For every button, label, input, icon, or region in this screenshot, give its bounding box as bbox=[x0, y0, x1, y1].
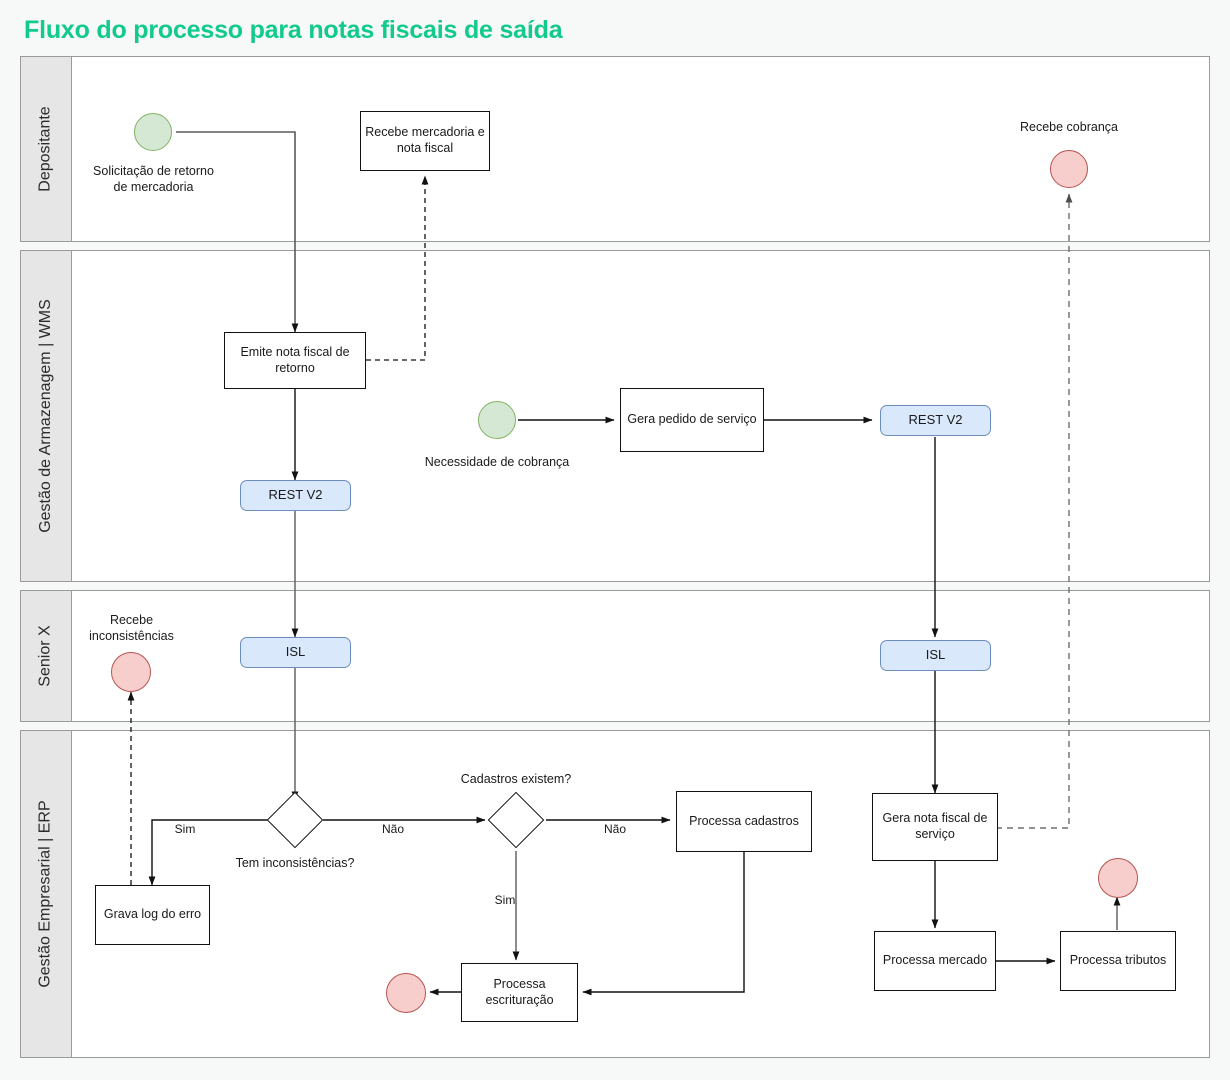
task-processa-tributos[interactable]: Processa tributos bbox=[1060, 931, 1176, 991]
task-processa-escrituracao[interactable]: Processa escrituração bbox=[461, 963, 578, 1022]
lane-header-seniorx: Senior X bbox=[20, 590, 72, 722]
edge-label-nao-cadastros: Não bbox=[603, 822, 626, 836]
lane-body-erp bbox=[72, 730, 1210, 1058]
lane-label-seniorx: Senior X bbox=[37, 625, 54, 687]
task-processa-tributos-label: Processa tributos bbox=[1069, 953, 1167, 968]
task-processa-cadastros-label: Processa cadastros bbox=[689, 813, 799, 828]
task-processa-escrituracao-label: Processa escrituração bbox=[485, 976, 554, 1007]
task-recebe-mercadoria[interactable]: Recebe mercadoria e nota fiscal bbox=[360, 111, 490, 171]
lane-label-depositante: Depositante bbox=[37, 106, 55, 192]
end-event-recebe-inconsistencias-label: Recebe inconsistências bbox=[89, 613, 174, 644]
start-event-necessidade-cobranca-label: Necessidade de cobrança bbox=[424, 455, 570, 469]
task-processa-mercado[interactable]: Processa mercado bbox=[874, 931, 996, 991]
end-event-recebe-cobranca-label: Recebe cobrança bbox=[1020, 120, 1118, 134]
lane-header-depositante: Depositante bbox=[20, 56, 72, 242]
task-processa-mercado-label: Processa mercado bbox=[882, 953, 988, 968]
lane-wms: Gestão de Armazenagem | WMS bbox=[20, 250, 1210, 582]
service-rest-v2-left-label: REST V2 bbox=[268, 487, 323, 503]
gateway-cadastros-existem-label: Cadastros existem? bbox=[460, 772, 572, 786]
start-event-solicitacao-retorno[interactable] bbox=[134, 113, 172, 151]
task-gera-pedido-servico-label: Gera pedido de serviço bbox=[627, 412, 757, 427]
service-isl-right[interactable]: ISL bbox=[880, 640, 991, 671]
lane-label-wms: Gestão de Armazenagem | WMS bbox=[37, 299, 54, 533]
start-event-solicitacao-retorno-label: Solicitação de retorno de mercadoria bbox=[93, 164, 214, 195]
task-processa-cadastros[interactable]: Processa cadastros bbox=[676, 791, 812, 852]
lane-header-wms: Gestão de Armazenagem | WMS bbox=[20, 250, 72, 582]
end-event-processa-tributos[interactable] bbox=[1098, 858, 1138, 898]
page-title: Fluxo do processo para notas fiscais de … bbox=[24, 16, 563, 44]
lane-depositante: Depositante bbox=[20, 56, 1210, 242]
end-event-processa-escrituracao[interactable] bbox=[386, 973, 426, 1013]
lane-seniorx: Senior X bbox=[20, 590, 1210, 722]
task-gera-nota-fiscal-servico[interactable]: Gera nota fiscal de serviço bbox=[872, 793, 998, 861]
service-rest-v2-right-label: REST V2 bbox=[908, 412, 963, 428]
task-grava-log-erro[interactable]: Grava log do erro bbox=[95, 885, 210, 945]
start-event-necessidade-cobranca[interactable] bbox=[478, 401, 516, 439]
task-gera-nota-fiscal-servico-label: Gera nota fiscal de serviço bbox=[882, 811, 988, 841]
edge-label-sim-inconsistencias: Sim bbox=[174, 822, 196, 836]
task-emite-nota-fiscal-retorno-label: Emite nota fiscal de retorno bbox=[240, 344, 350, 375]
end-event-recebe-cobranca[interactable] bbox=[1050, 150, 1088, 188]
task-recebe-mercadoria-label: Recebe mercadoria e nota fiscal bbox=[365, 125, 485, 155]
lane-label-erp: Gestão Empresarial | ERP bbox=[37, 800, 54, 988]
end-event-recebe-inconsistencias[interactable] bbox=[111, 652, 151, 692]
service-rest-v2-right[interactable]: REST V2 bbox=[880, 405, 991, 436]
gateway-tem-inconsistencias-label: Tem inconsistências? bbox=[235, 856, 355, 870]
task-grava-log-erro-label: Grava log do erro bbox=[103, 907, 202, 922]
service-rest-v2-left[interactable]: REST V2 bbox=[240, 480, 351, 511]
edge-label-sim-cadastros: Sim bbox=[494, 893, 516, 907]
task-emite-nota-fiscal-retorno[interactable]: Emite nota fiscal de retorno bbox=[224, 332, 366, 389]
service-isl-left[interactable]: ISL bbox=[240, 637, 351, 668]
lane-body-depositante bbox=[72, 56, 1210, 242]
service-isl-right-label: ISL bbox=[925, 647, 946, 663]
task-gera-pedido-servico[interactable]: Gera pedido de serviço bbox=[620, 388, 764, 452]
lane-header-erp: Gestão Empresarial | ERP bbox=[20, 730, 72, 1058]
service-isl-left-label: ISL bbox=[285, 644, 306, 660]
edge-label-nao-inconsistencias: Não bbox=[381, 822, 404, 836]
